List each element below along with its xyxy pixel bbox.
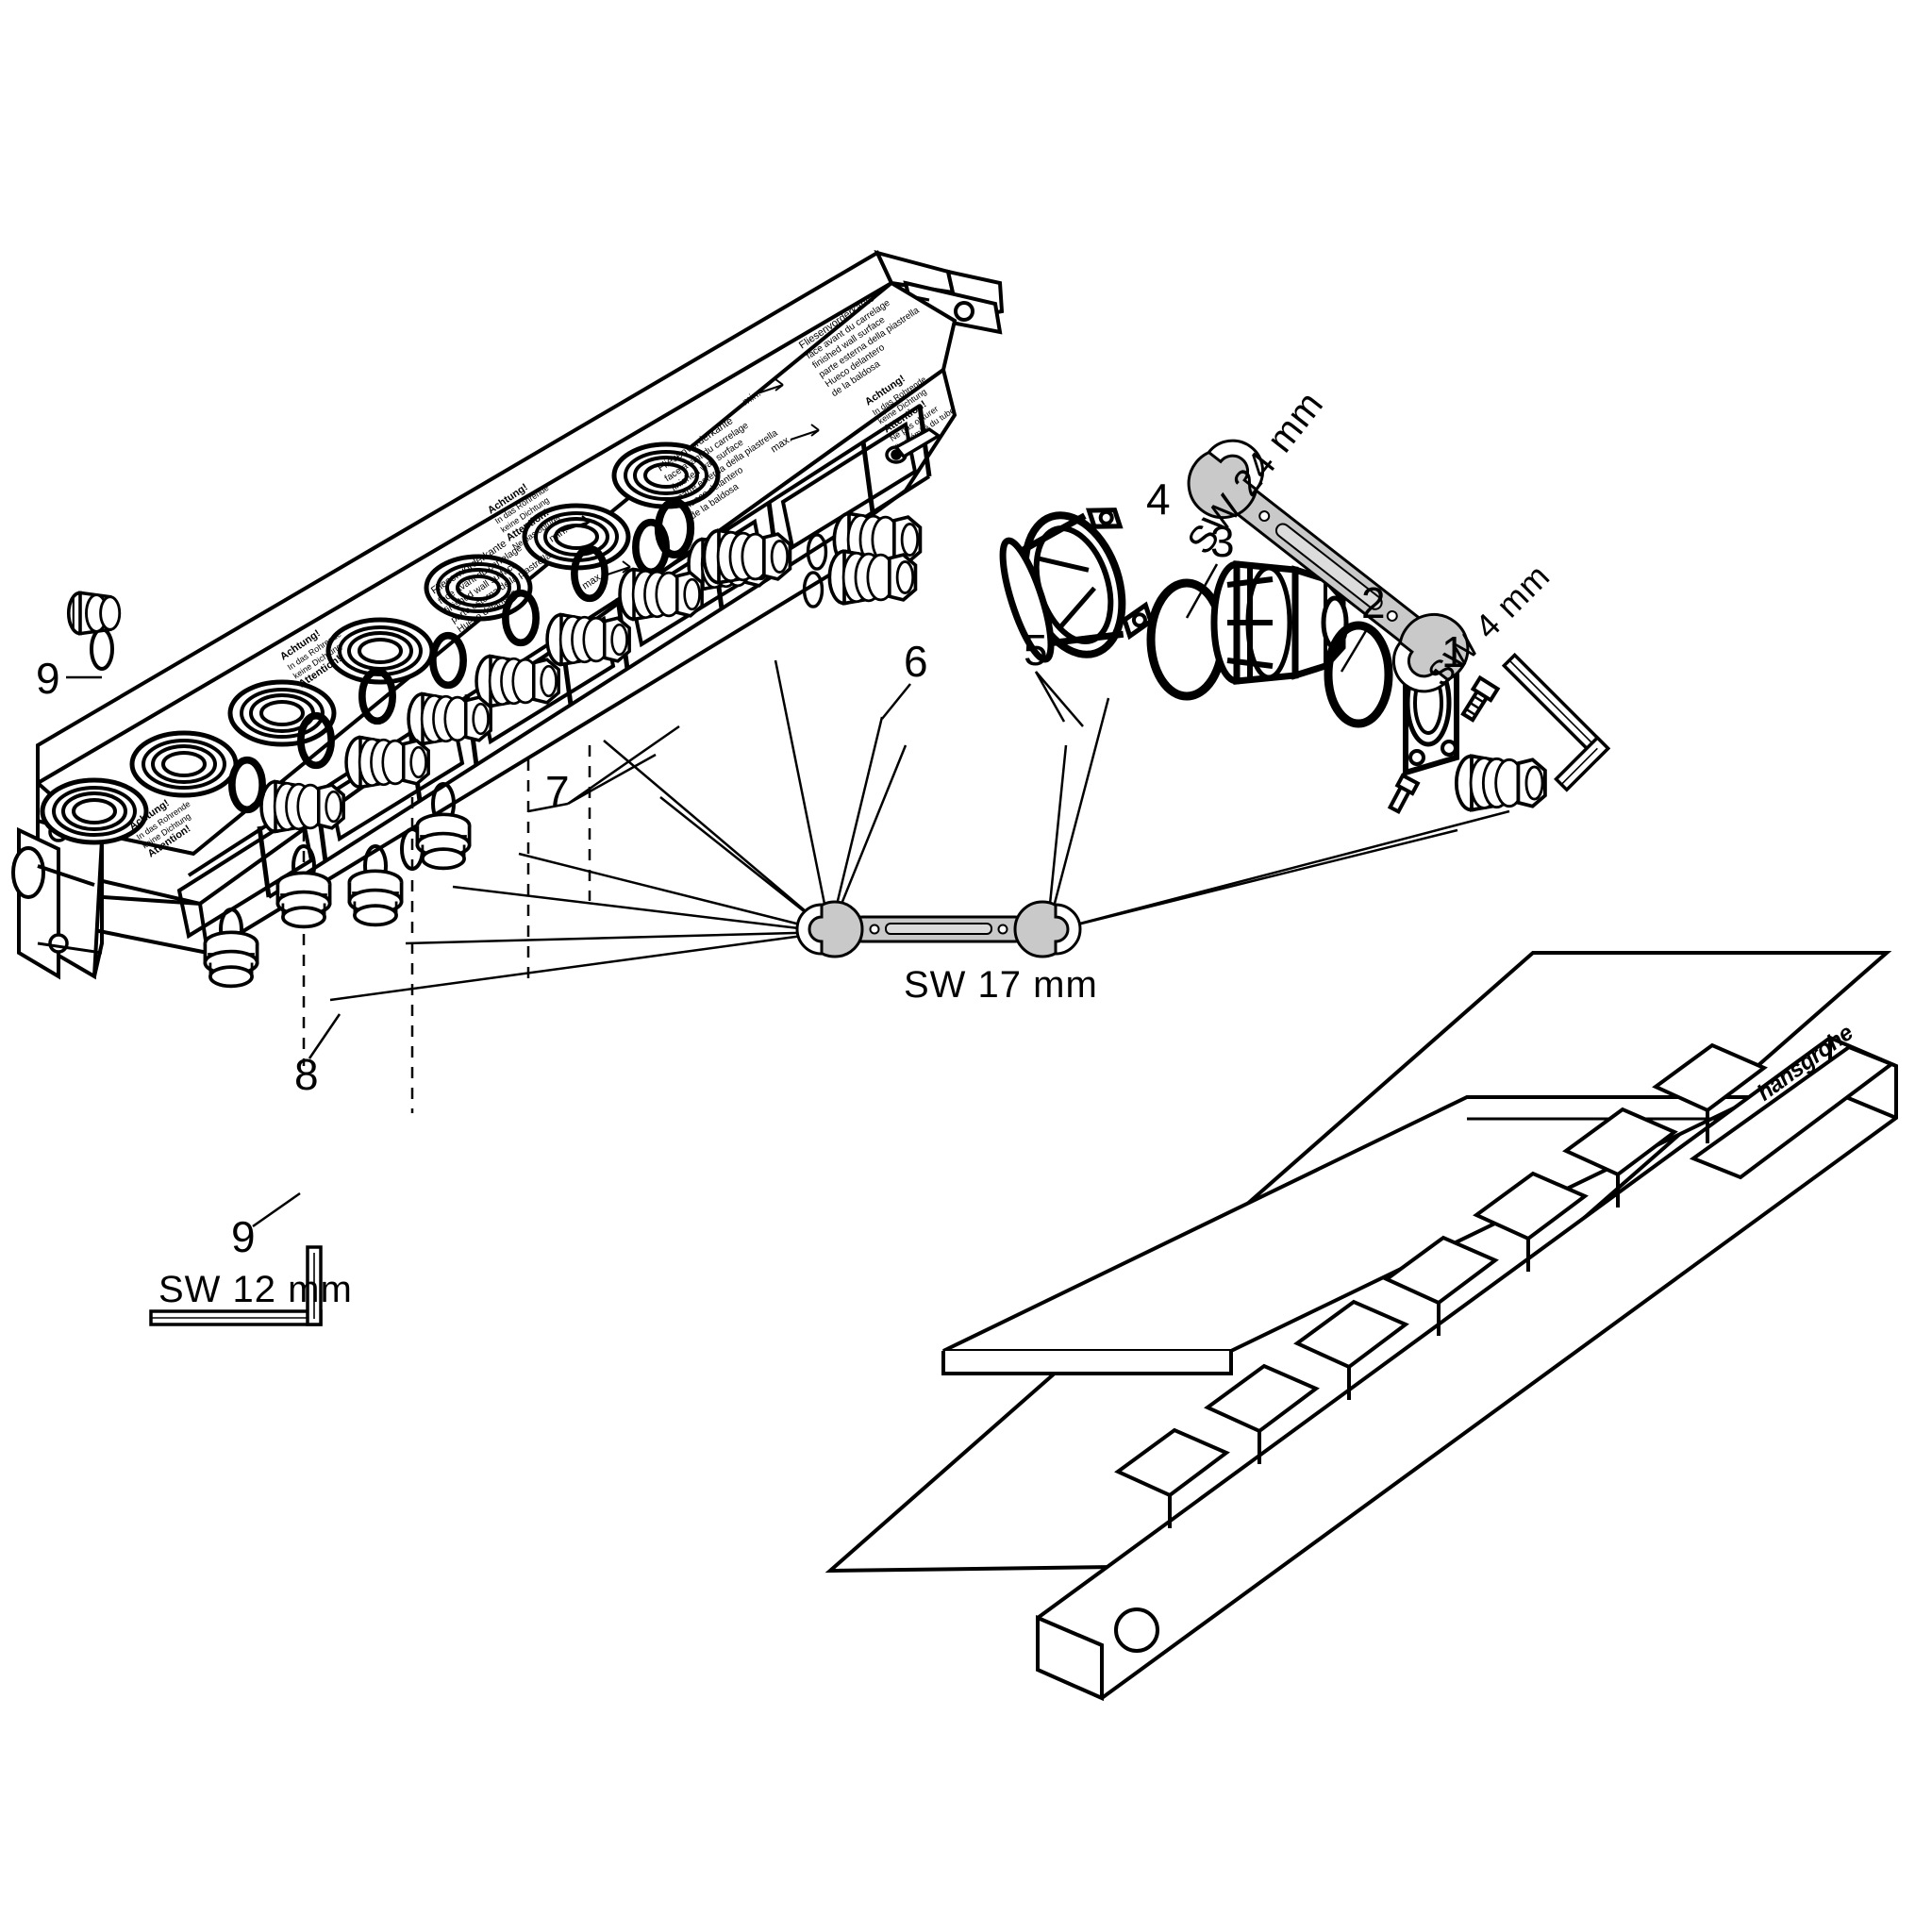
sw24-wrench-icon xyxy=(1187,439,1470,693)
callout-7: 7 xyxy=(545,767,570,816)
part-1-screw xyxy=(1460,675,1501,723)
trim-escutcheon-plate xyxy=(824,951,1892,1574)
callout-2: 2 xyxy=(1361,578,1386,627)
sw12-allen-key-icon xyxy=(149,1245,323,1326)
sw4-allen-key-icon xyxy=(1501,652,1611,792)
part-2-flange-gasket xyxy=(1324,621,1393,728)
sw12-label: SW 12 mm xyxy=(158,1269,353,1310)
exploded-small-parts xyxy=(66,502,923,989)
part-4-cartridge-clamp xyxy=(999,508,1154,663)
callout-9-top: 9 xyxy=(36,654,60,703)
sw17-label: SW 17 mm xyxy=(904,964,1098,1006)
callout-4: 4 xyxy=(1146,475,1171,524)
alignment-dashed-lines xyxy=(302,745,591,1113)
callout-3: 3 xyxy=(1210,517,1235,566)
cartridge-assembly xyxy=(1210,560,1349,685)
callout-5: 5 xyxy=(1024,625,1048,675)
callout-6: 6 xyxy=(904,637,928,686)
callout-8: 8 xyxy=(294,1050,319,1099)
manifold-body: Achtung! In das Rohrende keine Dichtung … xyxy=(11,249,1005,980)
callout-1: 1 xyxy=(1441,627,1466,676)
control-handle-bar xyxy=(1036,1035,1898,1702)
part-1-screw-secondary xyxy=(1387,773,1421,815)
warning-label-text: Achtung! In das Rohrende keine Dichtung … xyxy=(127,292,957,859)
manifold-internal-valve xyxy=(885,426,942,464)
sw17-wrench-icon xyxy=(795,900,1082,958)
callout-9-bottom: 9 xyxy=(231,1212,256,1261)
